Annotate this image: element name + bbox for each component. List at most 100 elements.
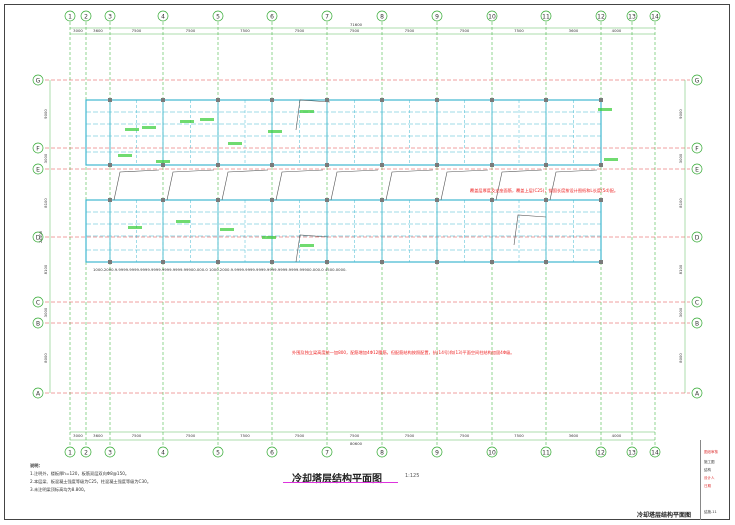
col-top-11-circle [540, 10, 552, 22]
left-span-dim: 8100 [43, 264, 48, 274]
column-block [108, 163, 112, 167]
beam-tag [128, 226, 142, 229]
column-block [599, 260, 603, 264]
column-block [161, 163, 165, 167]
left-span-dim: 9000 [43, 109, 48, 119]
row-left-D-label: D [36, 234, 41, 241]
col-top-2-circle [80, 10, 92, 22]
bottom-span-dim: 3600 [569, 433, 579, 438]
drawing-frame [4, 4, 730, 520]
column-block [161, 198, 165, 202]
column-block [325, 98, 329, 102]
col-bottom-1-circle [64, 446, 76, 458]
col-bottom-4-circle [157, 446, 169, 458]
column-block [490, 98, 494, 102]
row-right-G-label: G [695, 77, 700, 84]
col-bottom-6-label: 6 [270, 449, 274, 456]
row-right-F-label: F [695, 145, 699, 152]
beam-tag [118, 154, 132, 157]
col-bottom-1-label: 1 [68, 449, 72, 456]
col-top-14-label: 14 [651, 13, 659, 20]
col-top-8-circle [376, 10, 388, 22]
note-item-1: 1.注明外，楼板厚h=120，板筋双层双向Φ8@150。 [30, 471, 130, 476]
bottom-span-dim: 7500 [295, 433, 305, 438]
bottom-dimension-string: 1000.2000.9.9999.9999.9999.9999.9999.999… [93, 267, 347, 272]
opening-outline [495, 169, 543, 201]
opening-outline [440, 169, 489, 201]
opening-outline [385, 169, 434, 201]
col-bottom-9-circle [431, 446, 443, 458]
col-bottom-5-circle [212, 446, 224, 458]
col-bottom-10-circle [486, 446, 498, 458]
drawing-scale: 1:125 [405, 473, 420, 479]
top-span-dim: 7500 [405, 28, 415, 33]
row-right-B-label: B [695, 320, 699, 327]
col-top-6-circle [266, 10, 278, 22]
left-total-dim: 24400 [38, 230, 43, 243]
beam-tag [176, 220, 190, 223]
column-block [161, 260, 165, 264]
left-span-dim: 3000 [43, 307, 48, 317]
title-underline [283, 482, 398, 483]
col-top-5-circle [212, 10, 224, 22]
column-block [380, 260, 384, 264]
row-right-E-label: E [695, 166, 699, 173]
top-span-dim: 7500 [240, 28, 250, 33]
column-block [270, 163, 274, 167]
col-top-9-label: 9 [435, 13, 439, 20]
col-top-4-circle [157, 10, 169, 22]
top-span-dim: 7500 [350, 28, 360, 33]
top-span-dim: 7500 [295, 28, 305, 33]
right-span-dim: 8100 [678, 198, 683, 208]
left-span-dim: 8100 [43, 198, 48, 208]
left-span-dim: 8000 [43, 353, 48, 363]
col-top-3-circle [104, 10, 116, 22]
column-block [108, 98, 112, 102]
col-bottom-12-circle [595, 446, 607, 458]
top-span-dim: 4000 [612, 28, 622, 33]
col-bottom-8-circle [376, 446, 388, 458]
col-top-14-circle [649, 10, 661, 22]
col-bottom-7-label: 7 [325, 449, 329, 456]
column-block [108, 198, 112, 202]
left-span-dim: 3000 [43, 153, 48, 163]
sheet-title: 冷却塔层结构平面图 [637, 512, 692, 519]
column-block [544, 198, 548, 202]
row-left-C-circle [32, 296, 44, 308]
sheet-number: 结施-11 [704, 510, 717, 514]
col-top-7-circle [321, 10, 333, 22]
bottom-span-dim: 7500 [350, 433, 360, 438]
grid-layer [45, 22, 690, 450]
col-bottom-3-circle [104, 446, 116, 458]
right-span-dim: 9000 [678, 109, 683, 119]
row-left-G-label: G [36, 77, 41, 84]
column-block [435, 198, 439, 202]
lower-red-annotation: 外围及独立梁高度统一加800，配筋增加4Φ12腰筋，但配筋结构按照配置，抗(14… [292, 350, 515, 355]
column-block [270, 260, 274, 264]
row-left-E-label: E [36, 166, 40, 173]
row-right-C-circle [691, 296, 703, 308]
bottom-span-dim: 7500 [514, 433, 524, 438]
column-block [599, 198, 603, 202]
right-span-dim: 8100 [678, 264, 683, 274]
beam-tag [125, 128, 139, 131]
beam-tag [180, 120, 194, 123]
row-left-D-circle [32, 231, 44, 243]
general-notes: 说明： 1.注明外，楼板厚h=120，板筋双层双向Φ8@150。 2.本层梁、板… [30, 462, 151, 494]
title-block-item-3: 结构 [704, 468, 711, 472]
beam-tag [268, 130, 282, 133]
col-bottom-6-circle [266, 446, 278, 458]
col-bottom-13-label: 13 [628, 449, 636, 456]
col-top-6-label: 6 [270, 13, 274, 20]
bottom-span-dim: 4000 [612, 433, 622, 438]
right-span-dim: 8000 [678, 353, 683, 363]
row-left-G-circle [32, 74, 44, 86]
col-bottom-12-label: 12 [597, 449, 605, 456]
row-left-B-label: B [36, 320, 40, 327]
top-span-dim: 3600 [93, 28, 103, 33]
beam-tag [598, 108, 612, 111]
col-bottom-10-label: 10 [488, 449, 496, 456]
row-right-E-circle [691, 163, 703, 175]
